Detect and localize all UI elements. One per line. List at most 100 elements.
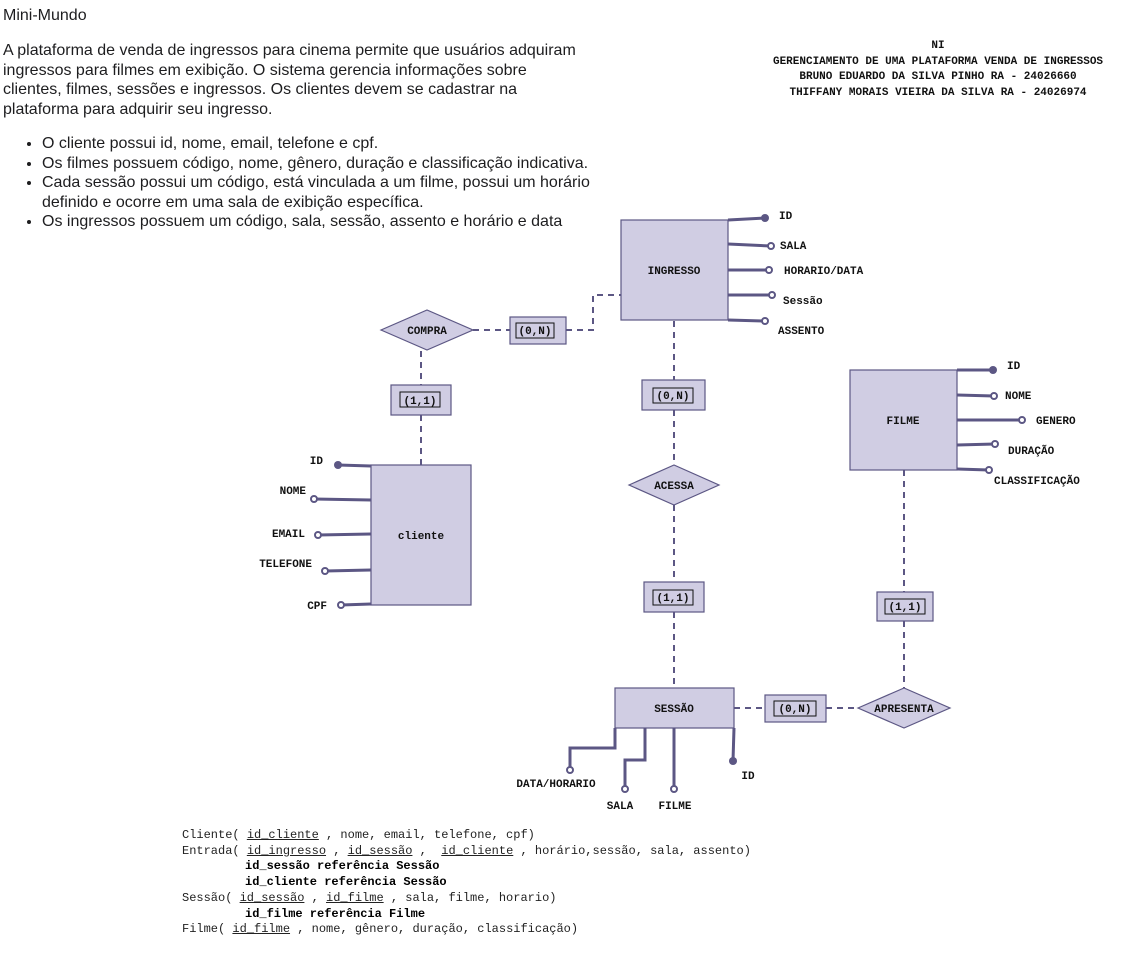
attribute-dot [321,567,329,575]
ingresso-attr-sessao: Sessão [783,296,823,308]
attribute-dot [1018,416,1026,424]
schema-line-entrada: Entrada( id_ingresso , id_sessão , id_cl… [182,844,751,860]
attribute-dot [621,785,629,793]
cardinality-filme-apresenta: (1,1) [888,602,921,614]
schema-text: Cliente( [182,828,247,842]
header-line-author-2: THIFFANY MORAIS VIEIRA DA SILVA RA - 240… [789,86,1087,99]
cardinality-labels: (0,N) (1,1) (0,N) (1,1) (1,1) (0,N) [403,326,921,716]
attribute-lines [313,216,1022,789]
cardinality-acessa-sessao: (1,1) [656,593,689,605]
relationship-acessa-label: ACESSA [654,481,694,493]
attribute-dot [310,495,318,503]
schema-text: , sala, filme, horario) [383,890,557,905]
schema-text: , nome, email, telefone, cpf) [318,828,535,842]
schema-line-sessao: Sessão( id_sessão , id_filme , sala, fil… [182,891,751,907]
cardinality-box [643,581,705,613]
project-header: NI GERENCIAMENTO DE UMA PLATAFORMA VENDA… [735,39,1141,101]
cardinality-inner [399,391,441,408]
cardinality-compra-cliente: (1,1) [403,396,436,408]
attribute-dot [991,440,999,448]
ingresso-attr-id: ID [779,211,793,223]
key-attribute-dot [729,757,737,765]
key-attribute-dot [334,461,342,469]
cardinality-boxes [390,316,934,723]
ingresso-attr-horario-data: HORARIO/DATA [784,266,864,278]
relational-schema: Cliente( id_cliente , nome, email, telef… [182,828,751,938]
attribute-dot [985,466,993,474]
relationship-labels: COMPRA ACESSA APRESENTA [407,326,934,716]
attribute-dots [310,242,1026,793]
schema-fk-line: id_sessão referência Sessão [245,859,440,874]
attribute-dot [314,531,322,539]
cliente-attr-cpf: CPF [307,601,327,613]
relationship-diamonds [379,309,952,729]
header-line-ni: NI [931,40,945,52]
schema-text: , [412,843,442,858]
attribute-dot [337,601,345,609]
entity-ingresso-label: INGRESSO [648,266,701,278]
sessao-attr-id: ID [741,771,755,783]
schema-text: Filme( [182,922,233,937]
schema-pk: id_cliente [246,828,319,842]
attribute-dot [670,785,678,793]
list-item: O cliente possui id, nome, email, telefo… [42,134,602,154]
entity-sessao [614,687,735,729]
mini-mundo-list: O cliente possui id, nome, email, telefo… [24,134,602,232]
key-attribute-dot [761,214,769,222]
relationship-compra-label: COMPRA [407,326,447,338]
sessao-attr-filme: FILME [658,801,691,813]
relationship-apresenta [856,687,952,729]
entity-labels: INGRESSO FILME cliente SESSÃO [398,266,920,716]
schema-pk: id_ingresso [246,843,327,858]
attribute-dot [761,317,769,325]
sessao-attr-sala: SALA [607,801,634,813]
schema-pk: id_filme [232,922,291,937]
schema-pk: id_sessão [239,890,305,905]
attribute-dot [768,291,776,299]
schema-pk: id_filme [326,890,384,905]
cardinality-inner [652,387,694,404]
header-line-title: GERENCIAMENTO DE UMA PLATAFORMA VENDA DE… [772,55,1104,68]
attribute-dot [765,266,773,274]
schema-line-filme: Filme( id_filme , nome, gênero, duração,… [182,922,751,938]
cardinality-inner [884,598,926,615]
filme-attr-duracao: DURAÇÃO [1008,444,1055,458]
schema-fk-line: id_filme referência Filme [245,906,426,921]
schema-pk: id_cliente [441,843,514,858]
schema-text: Entrada( [182,843,247,858]
entity-filme [849,369,958,471]
mini-mundo-title: Mini-Mundo [3,7,87,24]
ingresso-attr-assento: ASSENTO [778,326,825,338]
attribute-dot [566,766,574,774]
ingresso-attr-sala: SALA [780,241,807,253]
cardinality-sessao-apresenta: (0,N) [778,704,811,716]
sessao-attr-data-horario: DATA/HORARIO [516,779,596,791]
cliente-attr-email: EMAIL [272,529,305,541]
schema-text: , horário,sessão, sala, assento) [513,843,751,858]
entity-ingresso [620,219,729,321]
entity-sessao-label: SESSÃO [654,702,694,716]
cardinality-box [509,316,567,345]
schema-pk: id_sessão [347,843,413,858]
entity-cliente-label: cliente [398,531,445,543]
list-item: Os ingressos possuem um código, sala, se… [42,212,602,232]
key-attribute-dots [334,214,997,765]
schema-line-cliente: Cliente( id_cliente , nome, email, telef… [182,828,751,844]
cardinality-ingresso-acessa: (0,N) [656,391,689,403]
cardinality-inner [773,700,817,717]
relationship-compra [379,309,475,351]
attribute-dot [767,242,775,250]
cardinality-box [390,384,452,416]
relationship-connectors [420,294,905,709]
mini-mundo-paragraph: A plataforma de venda de ingressos para … [3,42,576,118]
attribute-dot [990,392,998,400]
schema-text: , [304,890,327,905]
filme-attr-classificacao: CLASSIFICAÇÃO [994,474,1080,488]
entity-cliente [370,464,472,606]
schema-text: , [326,843,348,858]
relationship-apresenta-label: APRESENTA [874,704,934,716]
entity-boxes [370,219,958,729]
relationship-acessa [627,464,721,506]
list-item: Os filmes possuem código, nome, gênero, … [42,154,602,174]
